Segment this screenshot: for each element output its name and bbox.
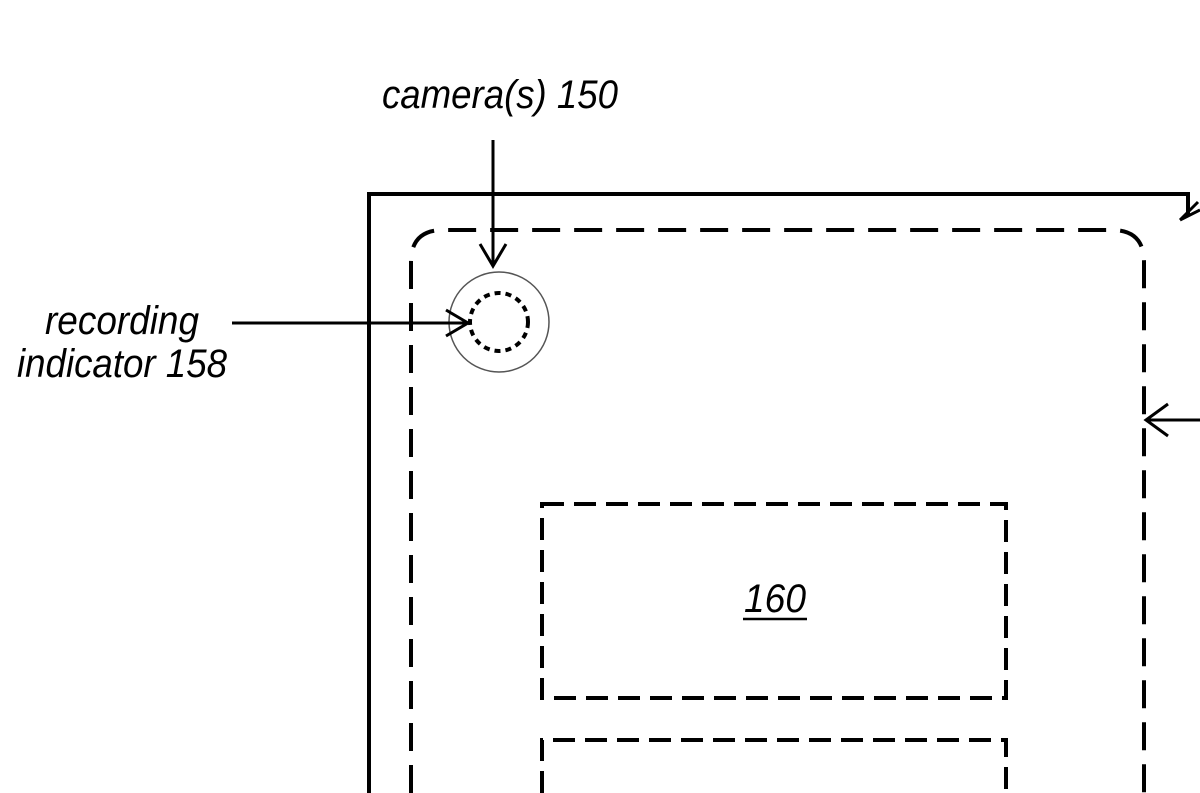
recording-indicator-leader-arrow xyxy=(232,308,471,338)
panel-160-label: 160 xyxy=(744,577,806,621)
camera-leader-arrow xyxy=(478,140,508,269)
camera-label: camera(s) 150 xyxy=(382,73,618,117)
device-outer-frame xyxy=(367,192,1190,793)
panel-160-dashed xyxy=(540,502,1008,700)
frame-leader-arrow xyxy=(1178,200,1200,222)
display-region-dashed xyxy=(409,228,1146,793)
recording-indicator-ring xyxy=(468,291,530,353)
panel-lower-dashed xyxy=(540,738,1008,793)
display-leader-arrow xyxy=(1143,402,1200,438)
recording-indicator-label-line2: indicator 158 xyxy=(17,342,228,386)
recording-indicator-label-line1: recording xyxy=(45,299,199,343)
